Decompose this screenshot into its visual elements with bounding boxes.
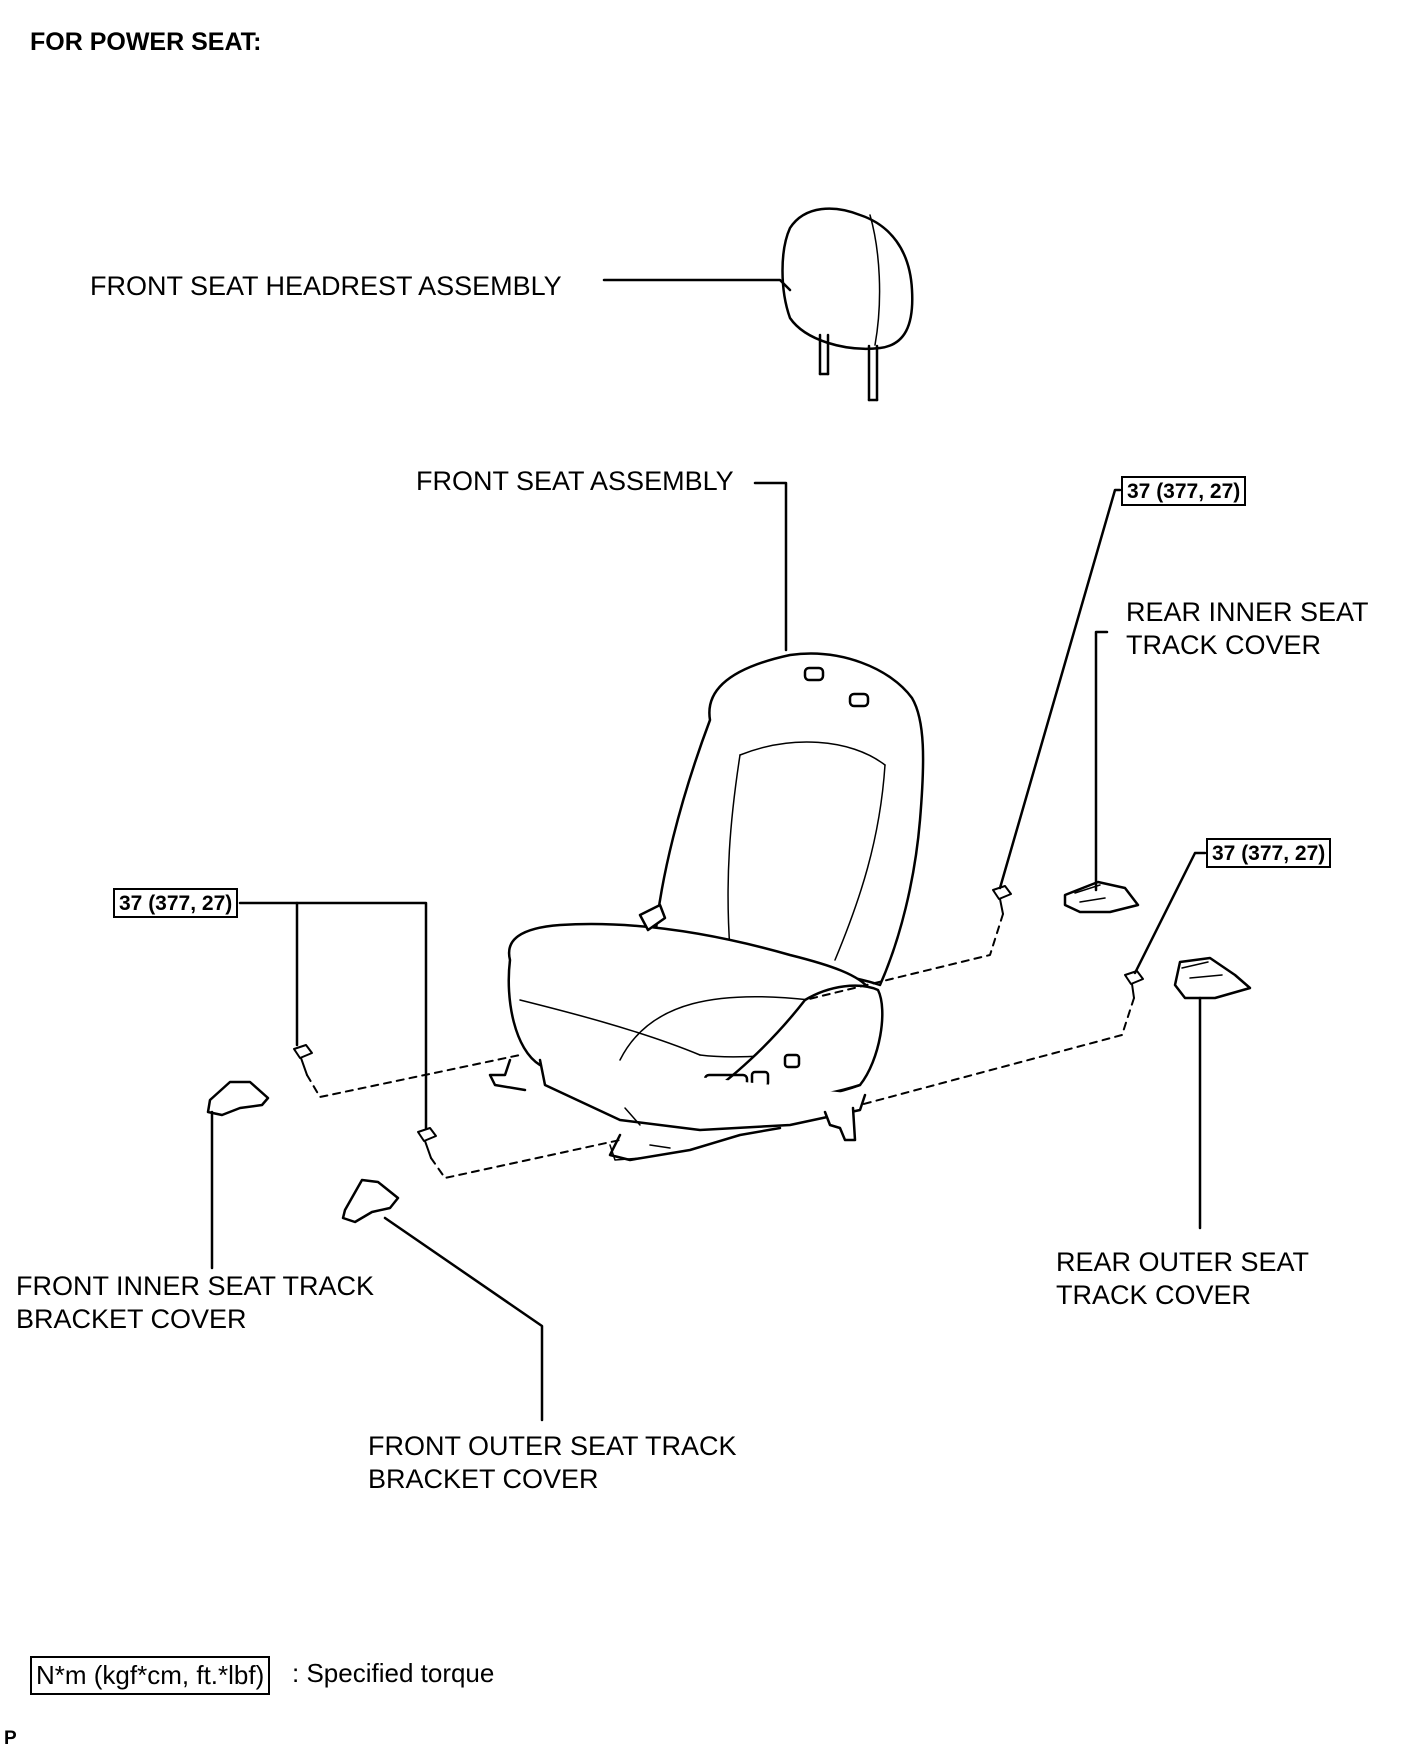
cover-drawings	[206, 880, 1252, 1224]
label-rear-outer-line2: TRACK COVER	[1056, 1280, 1252, 1310]
bolt-front-inner	[293, 1044, 313, 1076]
legend-description: : Specified torque	[292, 1658, 495, 1688]
front-inner-cover	[206, 1080, 270, 1117]
legend-torque-units: N*m (kgf*cm, ft.*lbf)	[30, 1656, 271, 1695]
label-rear-inner-line2: TRACK COVER	[1126, 630, 1322, 660]
seat-drawing	[488, 652, 925, 1162]
torque-spec-rear-outer: 37 (377, 27)	[1206, 838, 1332, 868]
label-headrest: FRONT SEAT HEADREST ASSEMBLY	[90, 271, 562, 301]
bolt-front-outer	[417, 1127, 437, 1159]
torque-spec-front: 37 (377, 27)	[113, 888, 239, 918]
rear-inner-cover	[1063, 880, 1140, 914]
footer-code: P	[4, 1728, 17, 1749]
label-rear-inner-line1: REAR INNER SEAT	[1126, 597, 1369, 627]
label-seat-assembly: FRONT SEAT ASSEMBLY	[416, 466, 734, 496]
label-front-inner-line2: BRACKET COVER	[16, 1304, 247, 1334]
page-heading: FOR POWER SEAT:	[30, 28, 262, 56]
front-outer-cover	[341, 1178, 400, 1224]
bolt-rear-outer	[1124, 970, 1144, 999]
label-front-inner-line1: FRONT INNER SEAT TRACK	[16, 1271, 375, 1301]
headrest-drawing	[781, 207, 914, 402]
label-front-outer-line2: BRACKET COVER	[368, 1464, 599, 1494]
torque-spec-rear-inner: 37 (377, 27)	[1121, 476, 1247, 506]
label-rear-outer-line1: REAR OUTER SEAT	[1056, 1247, 1310, 1277]
leader-lines	[210, 278, 1207, 1422]
bolt-rear-inner	[992, 885, 1012, 915]
rear-outer-cover	[1173, 956, 1252, 1000]
install-dashes	[306, 913, 1135, 1179]
label-front-outer-line1: FRONT OUTER SEAT TRACK	[368, 1431, 737, 1461]
